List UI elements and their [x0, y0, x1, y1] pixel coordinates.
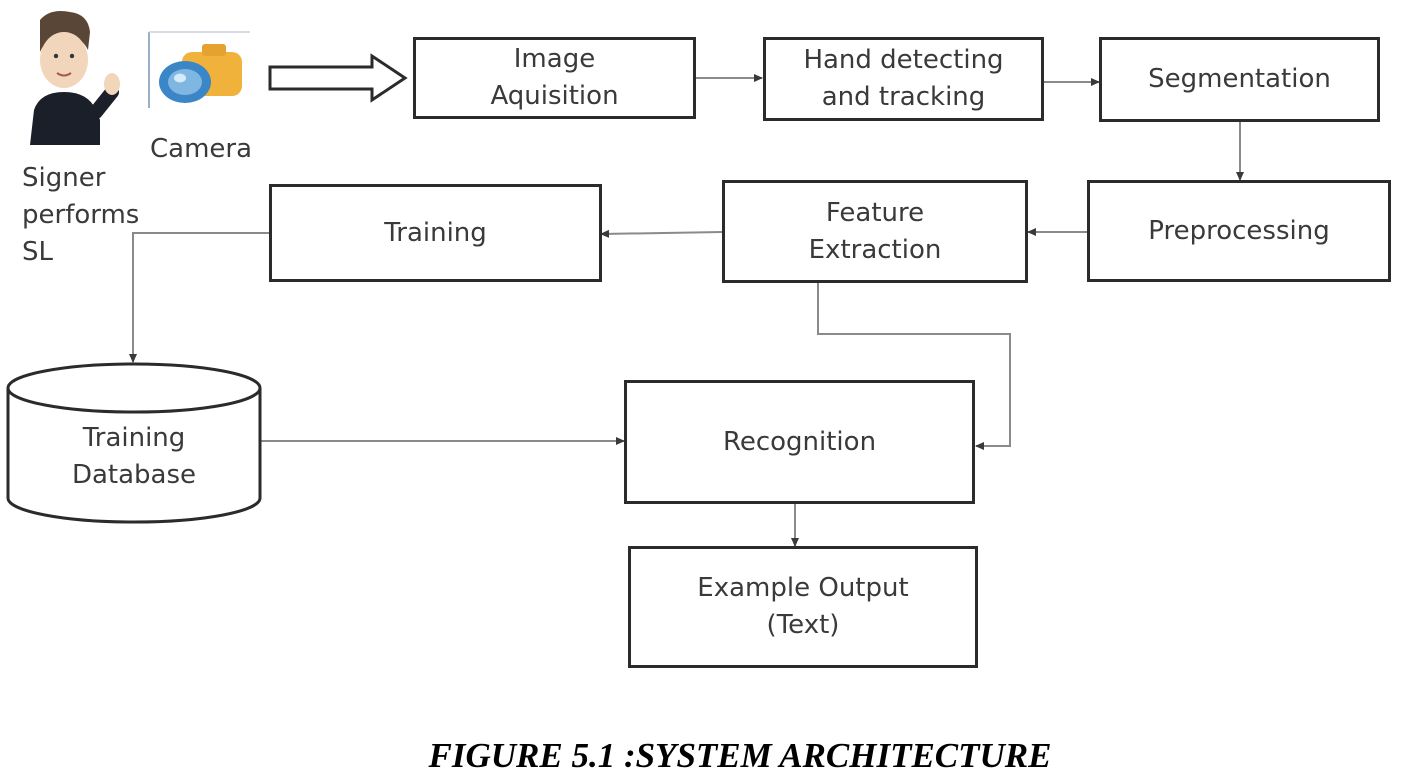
preprocessing-box: Preprocessing — [1087, 180, 1391, 282]
signer-icon — [30, 11, 120, 145]
camera-label: Camera — [150, 134, 253, 164]
connector-feature-to-recognition — [817, 283, 1011, 450]
training-box: Training — [269, 184, 602, 282]
training-database-cylinder — [6, 362, 262, 524]
example-output-box: Example Output (Text) — [628, 546, 978, 668]
camera-to-acquisition-arrow — [268, 53, 408, 103]
image-acquisition-box: Image Aquisition — [413, 37, 696, 119]
signer-label: Signer performs SL — [22, 163, 140, 267]
camera-icon — [148, 31, 250, 108]
connector-training-to-database — [129, 232, 269, 363]
segmentation-box: Segmentation — [1099, 37, 1380, 122]
feature-extraction-box: Feature Extraction — [722, 180, 1028, 283]
training-database-label: Training Database — [71, 423, 197, 490]
hand-detecting-box: Hand detecting and tracking — [763, 37, 1044, 121]
figure-caption: FIGURE 5.1 :SYSTEM ARCHITECTURE — [428, 736, 1052, 775]
connector-feature-to-training — [600, 229, 723, 238]
recognition-box: Recognition — [624, 380, 975, 504]
